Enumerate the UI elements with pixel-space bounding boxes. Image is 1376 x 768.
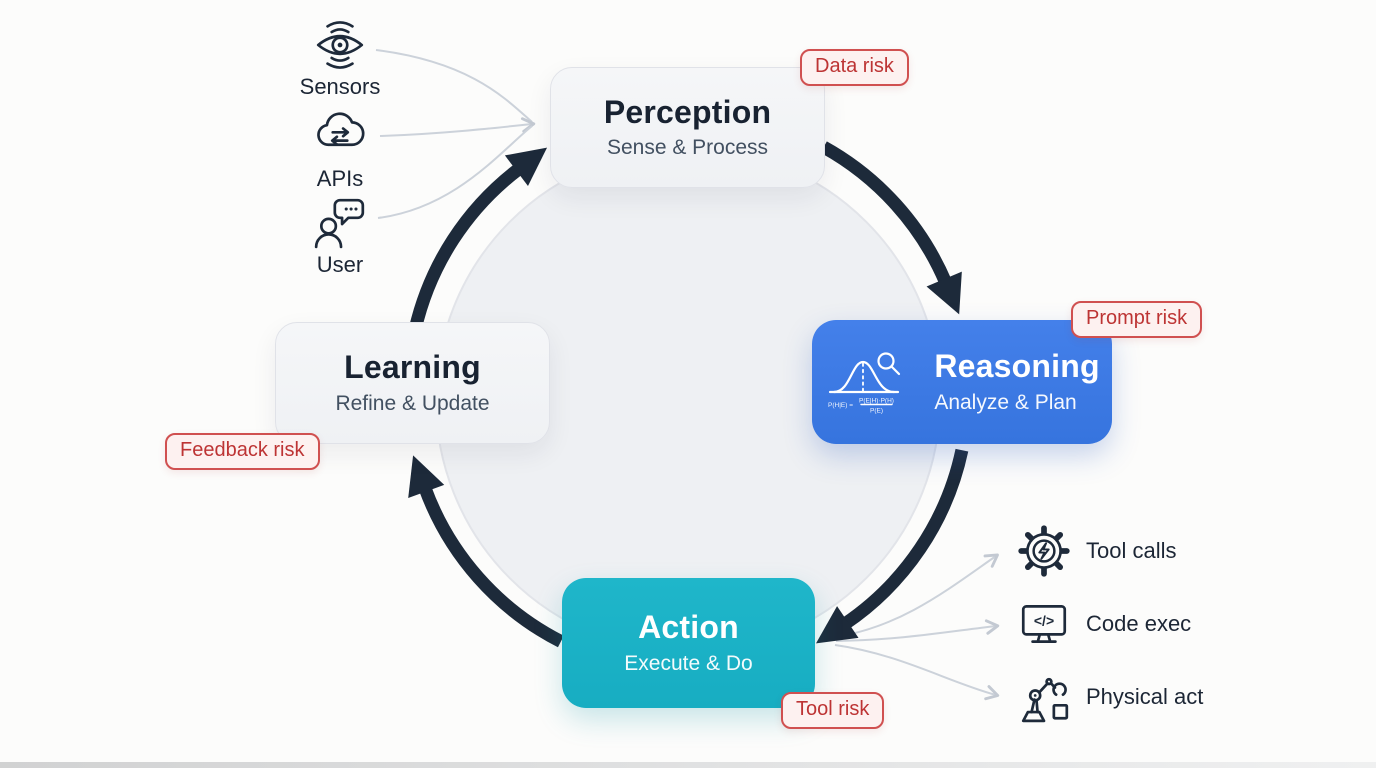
tool-risk-badge: Tool risk xyxy=(781,692,885,729)
code-monitor-icon: </> xyxy=(1021,605,1067,643)
data-risk-badge: Data risk xyxy=(800,49,909,86)
connector-user-to-perception xyxy=(377,125,533,219)
input-connectors xyxy=(375,49,536,219)
reasoning-title: Reasoning xyxy=(934,348,1100,385)
output-tool-calls: Tool calls xyxy=(1016,522,1176,580)
bayes-formula-denominator: P(E) xyxy=(870,408,883,415)
connector-action-to-code-exec xyxy=(835,619,1000,642)
output-code-exec-label: Code exec xyxy=(1086,611,1192,636)
code-glyph: </> xyxy=(1034,613,1054,629)
learning-subtitle: Refine & Update xyxy=(335,391,490,415)
output-code-exec: </> Code exec xyxy=(1016,595,1191,653)
output-tool-calls-label: Tool calls xyxy=(1086,538,1177,563)
bayes-curve-magnifier-icon: P(H|E) = P(E|H)·P(H) P(E) xyxy=(828,352,901,415)
reasoning-subtitle: Analyze & Plan xyxy=(934,390,1077,414)
arrow-action-to-learning xyxy=(408,455,564,648)
input-apis: APIs xyxy=(292,109,388,192)
action-subtitle: Execute & Do xyxy=(624,651,753,675)
loop-arrows xyxy=(408,141,969,648)
connector-action-to-physical-act xyxy=(834,644,1000,701)
input-user: User xyxy=(292,195,388,278)
arrow-perception-to-reasoning xyxy=(820,141,962,315)
output-physical-act-label: Physical act xyxy=(1086,684,1204,709)
cloud-sync-icon xyxy=(317,112,365,147)
learning-node: Learning Refine & Update xyxy=(275,322,550,444)
user-chat-icon xyxy=(314,198,365,249)
eye-sensor-icon xyxy=(316,21,364,69)
learning-title: Learning xyxy=(344,349,481,386)
arrow-learning-to-perception xyxy=(408,147,548,331)
perception-subtitle: Sense & Process xyxy=(606,136,769,160)
perception-node: Perception Sense & Process xyxy=(550,67,825,188)
perception-title: Perception xyxy=(603,93,772,130)
input-user-label: User xyxy=(316,252,364,277)
connector-sensors-to-perception xyxy=(375,49,533,123)
bayes-formula-numerator: P(E|H)·P(H) xyxy=(859,398,894,405)
reasoning-node: P(H|E) = P(E|H)·P(H) P(E) Reasoning Anal… xyxy=(812,320,1112,444)
feedback-risk-badge: Feedback risk xyxy=(165,433,320,470)
action-node: Action Execute & Do xyxy=(562,578,815,708)
input-sensors-label: Sensors xyxy=(299,74,381,99)
bottom-edge-bar xyxy=(0,762,1376,768)
prompt-risk-badge: Prompt risk xyxy=(1071,301,1203,338)
gear-lightning-icon xyxy=(1018,525,1070,577)
arrow-reasoning-to-action xyxy=(816,448,969,644)
input-sensors: Sensors xyxy=(292,17,388,100)
bayes-formula-lhs: P(H|E) = xyxy=(828,402,853,409)
action-title: Action xyxy=(638,609,739,646)
input-apis-label: APIs xyxy=(316,166,364,191)
robot-arm-icon xyxy=(1021,677,1069,723)
output-physical-act: Physical act xyxy=(1016,668,1203,726)
connector-apis-to-perception xyxy=(379,117,536,137)
